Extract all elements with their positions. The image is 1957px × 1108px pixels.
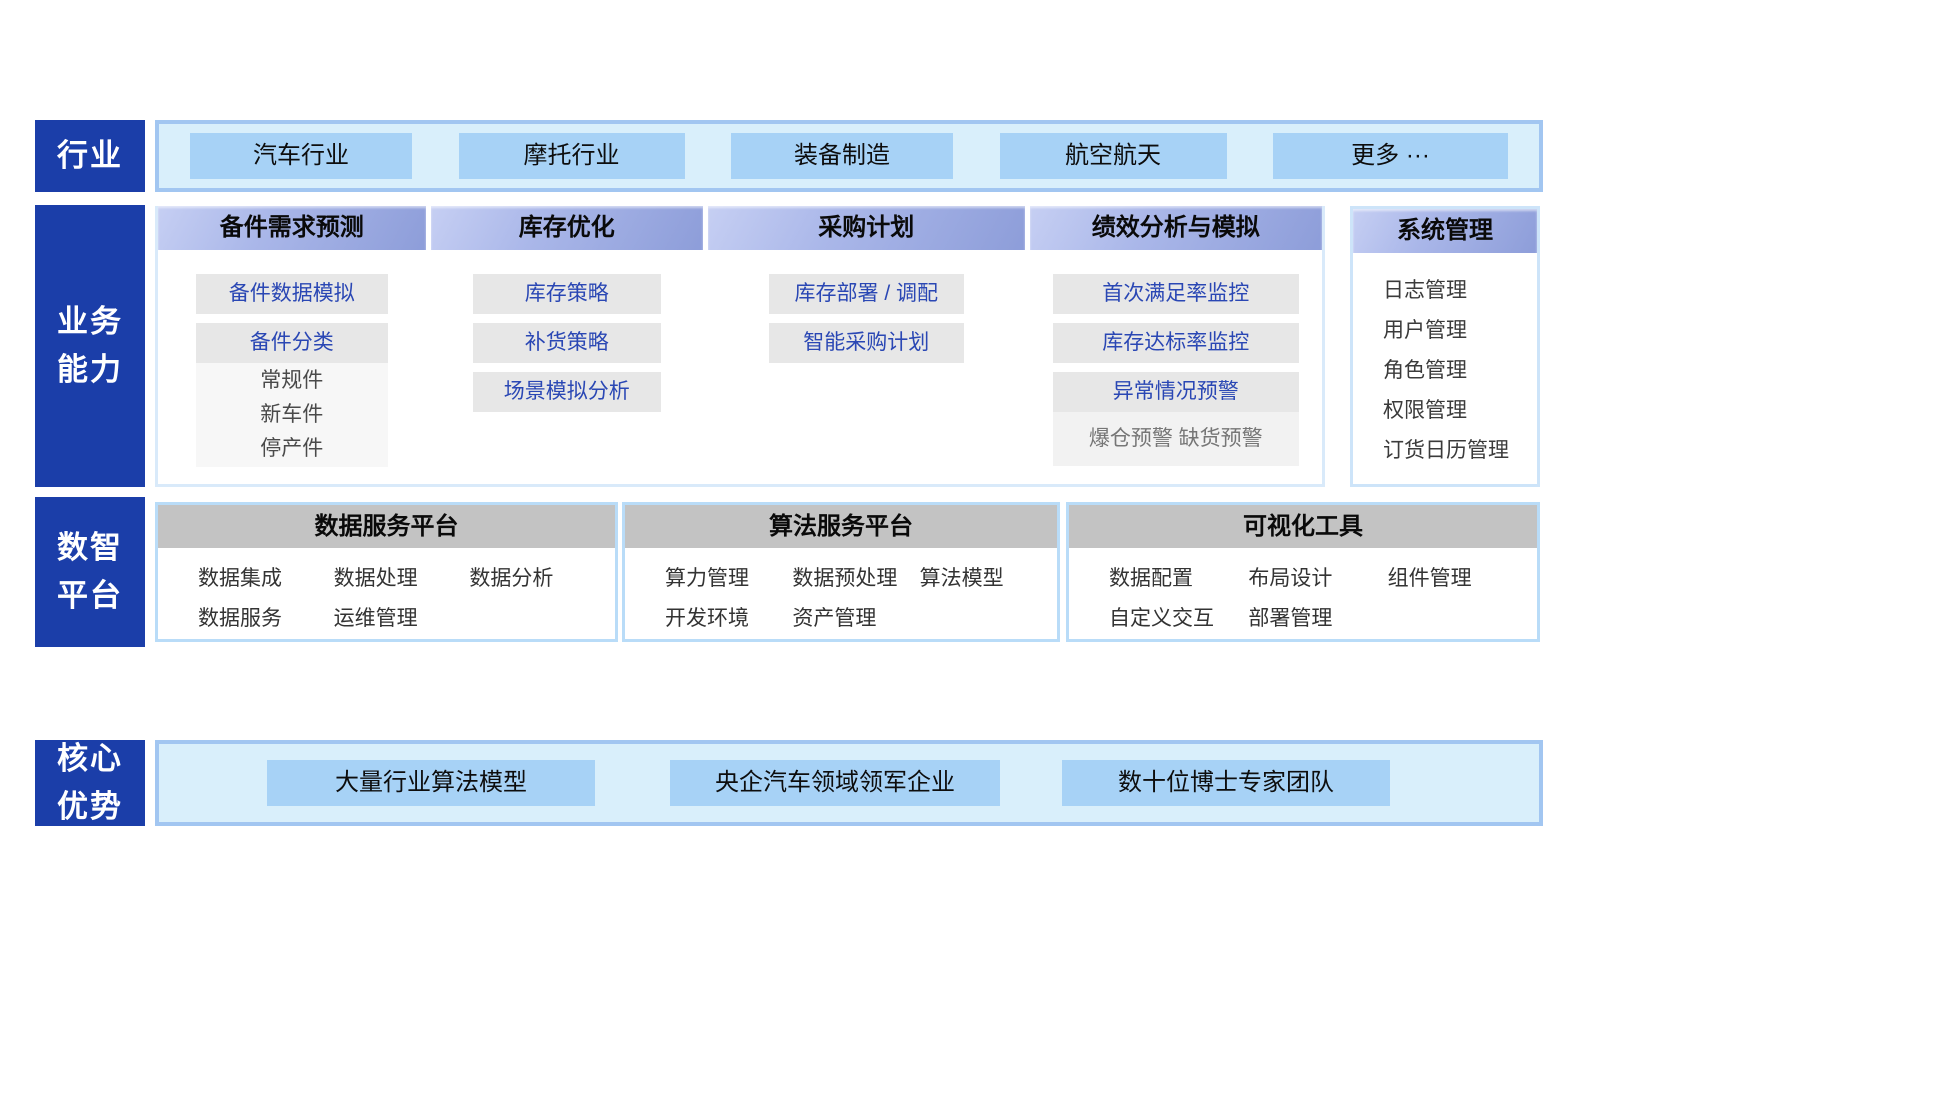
platform-item-component-management: 组件管理 <box>1387 567 1472 590</box>
platform-item-data-service: 数据服务 <box>198 607 282 630</box>
band-label-text: 业务 <box>57 303 123 339</box>
platform-item-dev-environment: 开发环境 <box>665 607 749 630</box>
band-label-digital-platform: 数智 平台 <box>35 497 145 647</box>
column-header-performance-analysis-simulation: 绩效分析与模拟 <box>1029 206 1322 250</box>
tab-aerospace[interactable]: 航空航天 <box>999 133 1227 179</box>
subitem-overstock-shortage-warning: 爆仓预警 缺货预警 <box>1052 412 1299 466</box>
band-label-text: 核心 <box>57 740 123 776</box>
platform-item-data-analysis: 数据分析 <box>469 567 554 590</box>
capability-item-smart-procurement-plan[interactable]: 智能采购计划 <box>768 323 964 363</box>
platform-item-asset-management: 资产管理 <box>792 607 877 630</box>
spare-classification-sublist: 常规件 新车件 停产件 <box>195 363 388 467</box>
band-label-text: 能力 <box>57 352 123 387</box>
tab-equipment-manufacturing[interactable]: 装备制造 <box>731 133 953 179</box>
band-label-text: 行业 <box>57 137 123 173</box>
system-management-panel: 系统管理 日志管理 用户管理 角色管理 权限管理 订货日历管理 <box>1350 206 1540 487</box>
capability-item-first-fill-rate-monitoring[interactable]: 首次满足率监控 <box>1052 274 1299 314</box>
system-item-order-calendar-management: 订货日历管理 <box>1383 439 1509 462</box>
platform-item-algorithm-model: 算法模型 <box>919 567 1004 590</box>
platform-item-data-configuration: 数据配置 <box>1109 567 1193 590</box>
capability-item-spare-classification[interactable]: 备件分类 <box>195 323 388 363</box>
capability-item-replenishment-strategy[interactable]: 补货策略 <box>472 323 661 363</box>
platform-item-custom-interaction: 自定义交互 <box>1109 607 1214 630</box>
capability-item-scenario-simulation-analysis[interactable]: 场景模拟分析 <box>472 372 661 412</box>
column-header-procurement-planning: 采购计划 <box>708 206 1025 250</box>
subitem-discontinued-parts: 停产件 <box>260 437 324 460</box>
system-item-user-management: 用户管理 <box>1383 319 1467 342</box>
band-label-text: 优势 <box>57 789 123 824</box>
band-label-text: 数智 <box>57 529 123 565</box>
data-service-platform-items: 数据集成 数据处理 数据分析 数据服务 运维管理 <box>158 548 615 632</box>
core-advantage-bar: 大量行业算法模型 央企汽车领域领军企业 数十位博士专家团队 <box>155 740 1543 826</box>
algorithm-service-platform-box: 算法服务平台 算力管理 数据预处理 算法模型 开发环境 资产管理 <box>622 502 1060 642</box>
tab-motorcycle-industry[interactable]: 摩托行业 <box>458 133 685 179</box>
system-item-permission-management: 权限管理 <box>1383 399 1467 422</box>
capability-item-inventory-deployment-allocation[interactable]: 库存部署 / 调配 <box>768 274 964 314</box>
column-header-spare-demand-forecast: 备件需求预测 <box>158 206 426 250</box>
advantage-soe-automotive-leader[interactable]: 央企汽车领域领军企业 <box>670 760 1000 806</box>
subitem-regular-parts: 常规件 <box>260 369 324 392</box>
header-visualization-tools: 可视化工具 <box>1069 505 1537 548</box>
system-item-log-management: 日志管理 <box>1383 279 1467 302</box>
platform-item-data-integration: 数据集成 <box>198 567 282 590</box>
capability-item-abnormal-situation-warning[interactable]: 异常情况预警 <box>1052 372 1299 412</box>
subitem-new-vehicle-parts: 新车件 <box>260 403 324 426</box>
capability-item-spare-data-simulation[interactable]: 备件数据模拟 <box>195 274 388 314</box>
platform-item-ops-management: 运维管理 <box>333 607 418 630</box>
platform-item-compute-management: 算力管理 <box>665 567 749 590</box>
tab-automotive-industry[interactable]: 汽车行业 <box>190 133 412 179</box>
column-header-inventory-optimization: 库存优化 <box>430 206 704 250</box>
header-data-service-platform: 数据服务平台 <box>158 505 615 548</box>
system-management-list: 日志管理 用户管理 角色管理 权限管理 订货日历管理 <box>1353 253 1537 471</box>
capability-column-spare-demand-forecast: 备件需求预测 备件数据模拟 备件分类 常规件 新车件 停产件 <box>158 206 426 484</box>
capability-column-performance-analysis-simulation: 绩效分析与模拟 首次满足率监控 库存达标率监控 异常情况预警 爆仓预警 缺货预警 <box>1029 206 1322 484</box>
algorithm-service-platform-items: 算力管理 数据预处理 算法模型 开发环境 资产管理 <box>625 548 1057 632</box>
visualization-tools-items: 数据配置 布局设计 组件管理 自定义交互 部署管理 <box>1069 548 1537 632</box>
band-label-business-capability: 业务 能力 <box>35 205 145 487</box>
advantage-phd-expert-team[interactable]: 数十位博士专家团队 <box>1062 760 1390 806</box>
header-algorithm-service-platform: 算法服务平台 <box>625 505 1057 548</box>
band-label-text: 平台 <box>57 578 123 613</box>
capability-item-inventory-strategy[interactable]: 库存策略 <box>472 274 661 314</box>
industry-tab-bar: 汽车行业 摩托行业 装备制造 航空航天 更多 ··· <box>155 120 1543 192</box>
platform-item-deployment-management: 部署管理 <box>1248 607 1333 630</box>
platform-item-layout-design: 布局设计 <box>1248 567 1333 590</box>
system-item-role-management: 角色管理 <box>1383 359 1467 382</box>
band-label-core-advantage: 核心 优势 <box>35 740 145 826</box>
advantage-industry-algorithm-models[interactable]: 大量行业算法模型 <box>267 760 595 806</box>
capability-column-procurement-planning: 采购计划 库存部署 / 调配 智能采购计划 <box>708 206 1025 484</box>
platform-item-data-preprocessing: 数据预处理 <box>792 567 898 590</box>
data-service-platform-box: 数据服务平台 数据集成 数据处理 数据分析 数据服务 运维管理 <box>155 502 618 642</box>
capability-column-inventory-optimization: 库存优化 库存策略 补货策略 场景模拟分析 <box>430 206 704 484</box>
capability-item-inventory-target-rate-monitoring[interactable]: 库存达标率监控 <box>1052 323 1299 363</box>
tab-more[interactable]: 更多 ··· <box>1273 133 1508 179</box>
platform-item-data-processing: 数据处理 <box>333 567 418 590</box>
band-label-industry: 行业 <box>35 120 145 192</box>
column-header-system-management: 系统管理 <box>1353 209 1537 253</box>
visualization-tools-box: 可视化工具 数据配置 布局设计 组件管理 自定义交互 部署管理 <box>1066 502 1540 642</box>
business-capability-panel: 备件需求预测 备件数据模拟 备件分类 常规件 新车件 停产件 库存优化 库存策略… <box>155 206 1325 487</box>
